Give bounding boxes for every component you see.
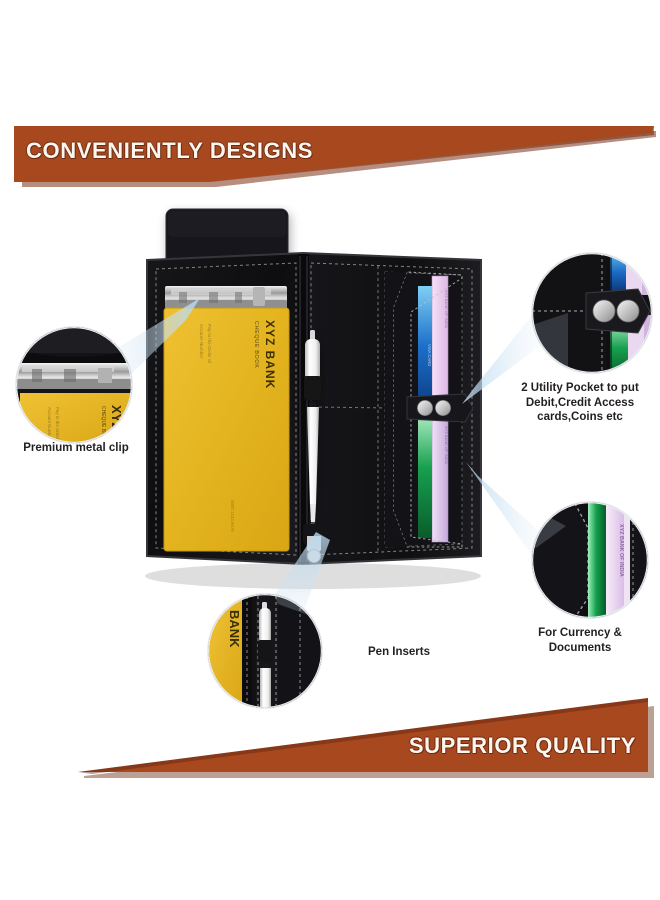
cheque-bank-name: XYZ BANK — [263, 320, 277, 389]
snap-stud-1 — [417, 400, 433, 416]
callout-circle-utility-pocket — [532, 253, 652, 373]
caption-pen-inserts: Pen Inserts — [368, 646, 430, 658]
product-image: XYZ BANK CHEQUE BOOK Pay to the Order of… — [135, 204, 490, 592]
cards-lower: XYZ BANK OF INDIA — [418, 409, 449, 543]
callout-circle-pen-inserts: BANK — [208, 594, 322, 708]
bottom-banner-shape — [78, 698, 648, 772]
svg-text:BANK: BANK — [227, 610, 242, 648]
svg-text:XYZ BANK OF INDIA: XYZ BANK OF INDIA — [444, 426, 449, 465]
svg-text:Pay to the Order of: Pay to the Order of — [55, 407, 60, 443]
cheque-footer: 0000 1234 5678 — [230, 500, 235, 532]
svg-text:CHEQUE BOOK: CHEQUE BOOK — [100, 406, 106, 443]
caption-utility-pocket: 2 Utility Pocket to put Debit,Credit Acc… — [521, 382, 639, 423]
svg-text:VISA CARD: VISA CARD — [427, 344, 432, 366]
right-panel-pockets: XYZ BANK OF INDIA VISA CARD XYZ BANK OF … — [312, 266, 474, 552]
top-banner-label: CONVENIENTLY DESIGNS — [26, 138, 314, 163]
top-banner-shape — [14, 126, 654, 182]
svg-text:Account Number: Account Number — [47, 407, 52, 440]
cheque-book: XYZ BANK CHEQUE BOOK Pay to the Order of… — [163, 286, 290, 552]
top-banner — [14, 126, 660, 188]
pocket-flap-stitch — [392, 271, 463, 548]
callout-circle-currency-documents: XYZ BANK OF INDIA — [532, 502, 648, 618]
bottom-banner-label: SUPERIOR QUALITY — [408, 733, 636, 758]
cheque-detail-1: Pay to the Order of — [207, 324, 212, 364]
pen-grip — [304, 376, 321, 400]
cards-upper: XYZ BANK OF INDIA VISA CARD — [418, 275, 449, 407]
svg-text:XYZ BANK OF INDIA: XYZ BANK OF INDIA — [618, 524, 624, 577]
caption-premium-metal-clip: Premium metal clip — [23, 442, 129, 454]
click-pen — [304, 330, 321, 532]
svg-text:XYZ BANK OF INDIA: XYZ BANK OF INDIA — [444, 290, 449, 329]
cheque-subtitle: CHEQUE BOOK — [253, 321, 259, 369]
callout-circle-metal-clip: XYZ CHEQUE BOOK Pay to the Order of Acco… — [16, 327, 132, 443]
snap-stud-2 — [435, 400, 451, 416]
dual-snap-closure — [406, 393, 474, 423]
cheque-detail-2: Account Number — [199, 324, 204, 359]
caption-currency-documents: For Currency & Documents — [538, 627, 622, 654]
metal-clip-bar — [165, 286, 287, 309]
bottom-banner — [0, 698, 660, 778]
